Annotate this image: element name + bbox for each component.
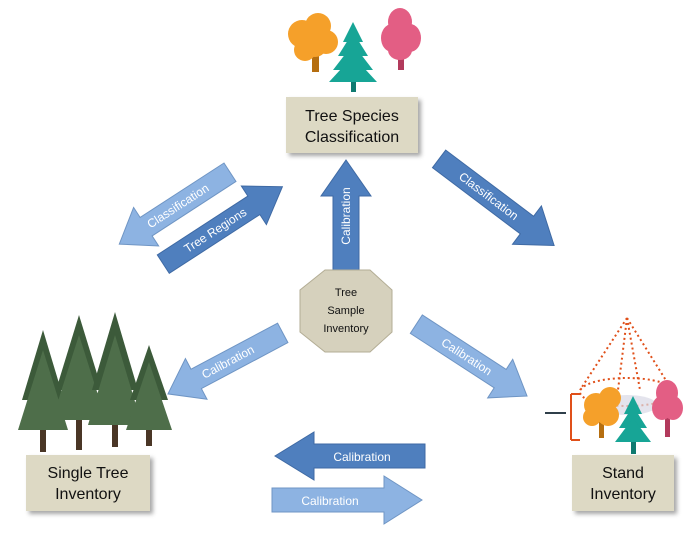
stand-illustration (545, 317, 683, 454)
arrow-classification-to-single-label: Classification (145, 181, 212, 231)
sample-line3: Inventory (323, 323, 369, 335)
conifer-forest-illustration (18, 312, 172, 452)
tree-species-line1: Tree Species (305, 108, 399, 125)
height-bracket (570, 393, 580, 441)
arrow-calibration-bottom-left-label: Calibration (333, 450, 390, 464)
pink-tree-icon (652, 380, 683, 437)
species-trees-illustration (288, 8, 421, 92)
arrow-classification-to-stand-label: Classification (456, 169, 521, 223)
arrow-calibration-bottom-left: Calibration (274, 431, 426, 481)
single-tree-inventory-box: Single Tree Inventory (26, 455, 150, 511)
arrow-calibration-to-single: Calibration (167, 322, 289, 400)
sample-line1: Tree (335, 287, 357, 299)
teal-conifer-icon (615, 396, 651, 454)
stand-inventory-box: Stand Inventory (572, 455, 674, 511)
orange-tree-icon (288, 13, 338, 72)
single-tree-line1: Single Tree (48, 465, 129, 482)
arrow-calibration-bottom-right: Calibration (271, 475, 423, 525)
conifer-tree-icon (52, 315, 106, 450)
stand-line1: Stand (602, 465, 644, 482)
pink-tree-icon (381, 8, 421, 70)
arrow-classification-to-stand: Classification (431, 149, 555, 247)
conifer-tree-icon (18, 330, 68, 452)
conifer-tree-icon (88, 312, 142, 447)
stand-line2: Inventory (590, 486, 656, 503)
orange-tree-icon (583, 387, 621, 438)
sample-line2: Sample (327, 305, 364, 317)
teal-conifer-icon (329, 22, 377, 92)
tree-species-classification-box: Tree Species Classification (286, 97, 418, 153)
arrow-tree-regions-label: Tree Regions (181, 205, 249, 256)
arrow-calibration-to-stand: Calibration (409, 314, 528, 399)
arrow-calibration-bottom-right-label: Calibration (301, 494, 358, 508)
single-tree-line2: Inventory (55, 486, 121, 503)
arrow-calibration-up-label: Calibration (339, 187, 353, 244)
arrow-calibration-up: Calibration (320, 159, 372, 273)
tree-sample-inventory-node: Tree Sample Inventory (299, 269, 393, 353)
conifer-tree-icon (126, 345, 172, 446)
tree-species-line2: Classification (305, 129, 399, 146)
